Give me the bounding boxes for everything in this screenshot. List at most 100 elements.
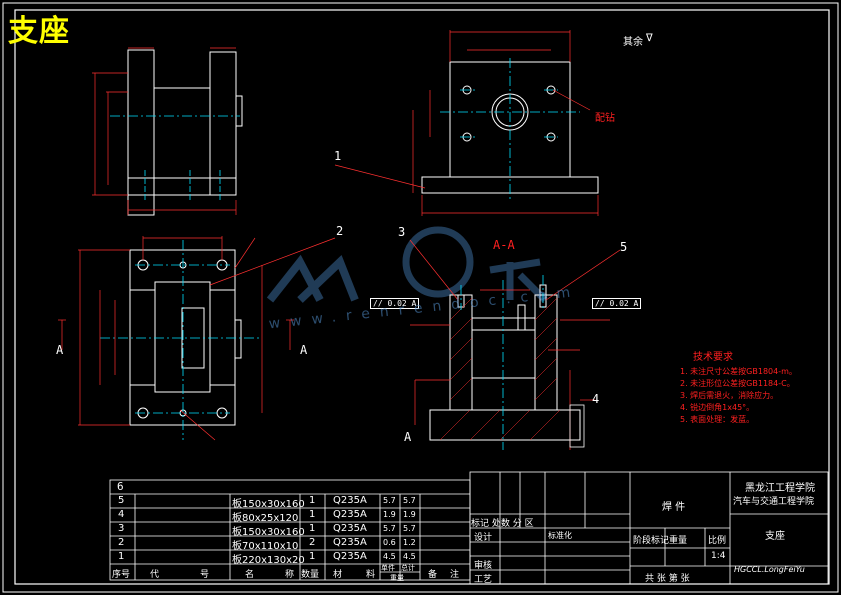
school-name-1: 黑龙江工程学院: [745, 483, 815, 494]
bom-row-name: 板220x130x20: [232, 555, 305, 566]
part-label-1: 1: [334, 149, 342, 163]
part-label-2: 2: [336, 224, 344, 238]
view-marker-left: A: [56, 343, 64, 357]
bom-grid: [109, 479, 471, 581]
tech-req-list: 1. 未注尺寸公差按GB1804-m。 2. 未注形位公差按GB1184-C。 …: [680, 366, 797, 426]
bom-row-material: Q235A: [333, 509, 367, 520]
bom-header-weight: 重量: [390, 574, 404, 582]
stage-mark-label: 阶段标记: [633, 536, 670, 546]
sheets-label: 共 张 第 张: [645, 574, 690, 584]
tech-req-item: 5. 表面处理：发蓝。: [680, 415, 755, 424]
bom-row-qty: 1: [309, 509, 316, 520]
tech-req-title: 技术要求: [693, 352, 733, 363]
dims-section: [409, 239, 621, 450]
bom-row-total: 5.7: [403, 496, 416, 505]
dims-top: [58, 236, 336, 441]
tolerance-frame-left: // 0.02 A: [370, 298, 420, 309]
design-label: 设计: [474, 533, 493, 543]
bom-header: 备: [428, 570, 438, 580]
drawing-name: 支座: [765, 531, 785, 542]
bom-row-no: 3: [118, 523, 125, 534]
process-label: 工艺: [474, 575, 493, 585]
bom-row-6-no: 6: [117, 480, 124, 493]
scale-label: 比例: [708, 536, 727, 546]
bom-header: 称: [285, 570, 295, 580]
bom-row-qty: 1: [309, 523, 316, 534]
mark-row: 标记 处数 分 区: [471, 519, 534, 529]
dims-side: [92, 47, 237, 215]
centerlines-front: [440, 58, 580, 200]
tech-req-item: 1. 未注尺寸公差按GB1804-m。: [680, 367, 797, 376]
weight-label: 重量: [669, 536, 688, 546]
bom-row-qty: 2: [309, 537, 316, 548]
watermark-glyphs: [266, 254, 359, 303]
scale-value: 1:4: [711, 551, 726, 561]
bom-row-name: 板150x30x160: [232, 499, 305, 510]
inner-border: [14, 9, 830, 585]
bom-row-unit: 0.6: [383, 538, 396, 547]
part-label-5: 5: [620, 240, 628, 254]
bom-row-no: 4: [118, 509, 125, 520]
view-side: [127, 49, 243, 216]
datum-marker: A: [404, 430, 412, 444]
bom-header: 代: [150, 570, 160, 580]
bom-row-name: 板80x25x120: [232, 513, 299, 524]
bom-header: 数量: [301, 570, 320, 580]
tech-req-item: 4. 锐边倒角1x45°。: [680, 403, 755, 412]
bom-row-name: 板150x30x160: [232, 527, 305, 538]
school-name-2: 汽车与交通工程学院: [733, 497, 815, 507]
bom-row-qty: 1: [309, 551, 316, 562]
part-label-4: 4: [592, 392, 600, 406]
drawing-code: HGCCL.LongFeiYu: [734, 565, 805, 574]
bom-header: 注: [450, 570, 460, 580]
review-label: 审核: [474, 561, 493, 571]
bom-header: 料: [366, 570, 376, 580]
part-type: 焊 件: [662, 502, 686, 513]
bom-header: 总计: [401, 564, 415, 572]
bom-header: 材: [333, 570, 343, 580]
bom-row-unit: 4.5: [383, 552, 396, 561]
bom-row-material: Q235A: [333, 551, 367, 562]
bom-header: 号: [200, 570, 210, 580]
part-label-3: 3: [398, 225, 406, 239]
bom-row-unit: 5.7: [383, 496, 396, 505]
bom-row-no: 2: [118, 537, 125, 548]
bom-row-total: 1.9: [403, 510, 416, 519]
bom-row-material: Q235A: [333, 495, 367, 506]
bom-row-unit: 5.7: [383, 524, 396, 533]
drill-callout: 配钻: [595, 113, 615, 124]
drawing-title: 支座: [8, 14, 70, 49]
view-top: [129, 249, 242, 426]
bom-header: 名: [245, 570, 255, 580]
bom-header: 单件: [381, 564, 395, 572]
view-marker-right: A: [300, 343, 308, 357]
bom-row-total: 1.2: [403, 538, 416, 547]
bom-row-qty: 1: [309, 495, 316, 506]
roughness-note: 其余: [623, 37, 643, 48]
bom-row-material: Q235A: [333, 523, 367, 534]
bom-row-total: 4.5: [403, 552, 416, 561]
bom-row-total: 5.7: [403, 524, 416, 533]
title-block-grid: [469, 471, 829, 585]
bom-row-no: 1: [118, 551, 125, 562]
tech-req-item: 2. 未注形位公差按GB1184-C。: [680, 379, 795, 388]
bom-row-no: 5: [118, 495, 125, 506]
dims-front: [334, 30, 599, 216]
watermark-logo: [402, 226, 474, 298]
bom-row-unit: 1.9: [383, 510, 396, 519]
roughness-symbol-icon: ∇: [646, 31, 653, 44]
bom-row-name: 板70x110x10: [232, 541, 299, 552]
tech-req-item: 3. 焊后需退火，消除应力。: [680, 391, 779, 400]
section-label: A-A: [493, 238, 515, 252]
centerlines-side: [110, 115, 240, 200]
tolerance-frame-right: // 0.02 A: [592, 298, 642, 309]
centerlines-section: [460, 275, 544, 450]
section-hatch: [439, 297, 561, 441]
centerlines-top: [100, 240, 260, 440]
bom-row-material: Q235A: [333, 537, 367, 548]
standardize-label: 标准化: [548, 531, 572, 540]
bom-header: 序号: [112, 570, 131, 580]
